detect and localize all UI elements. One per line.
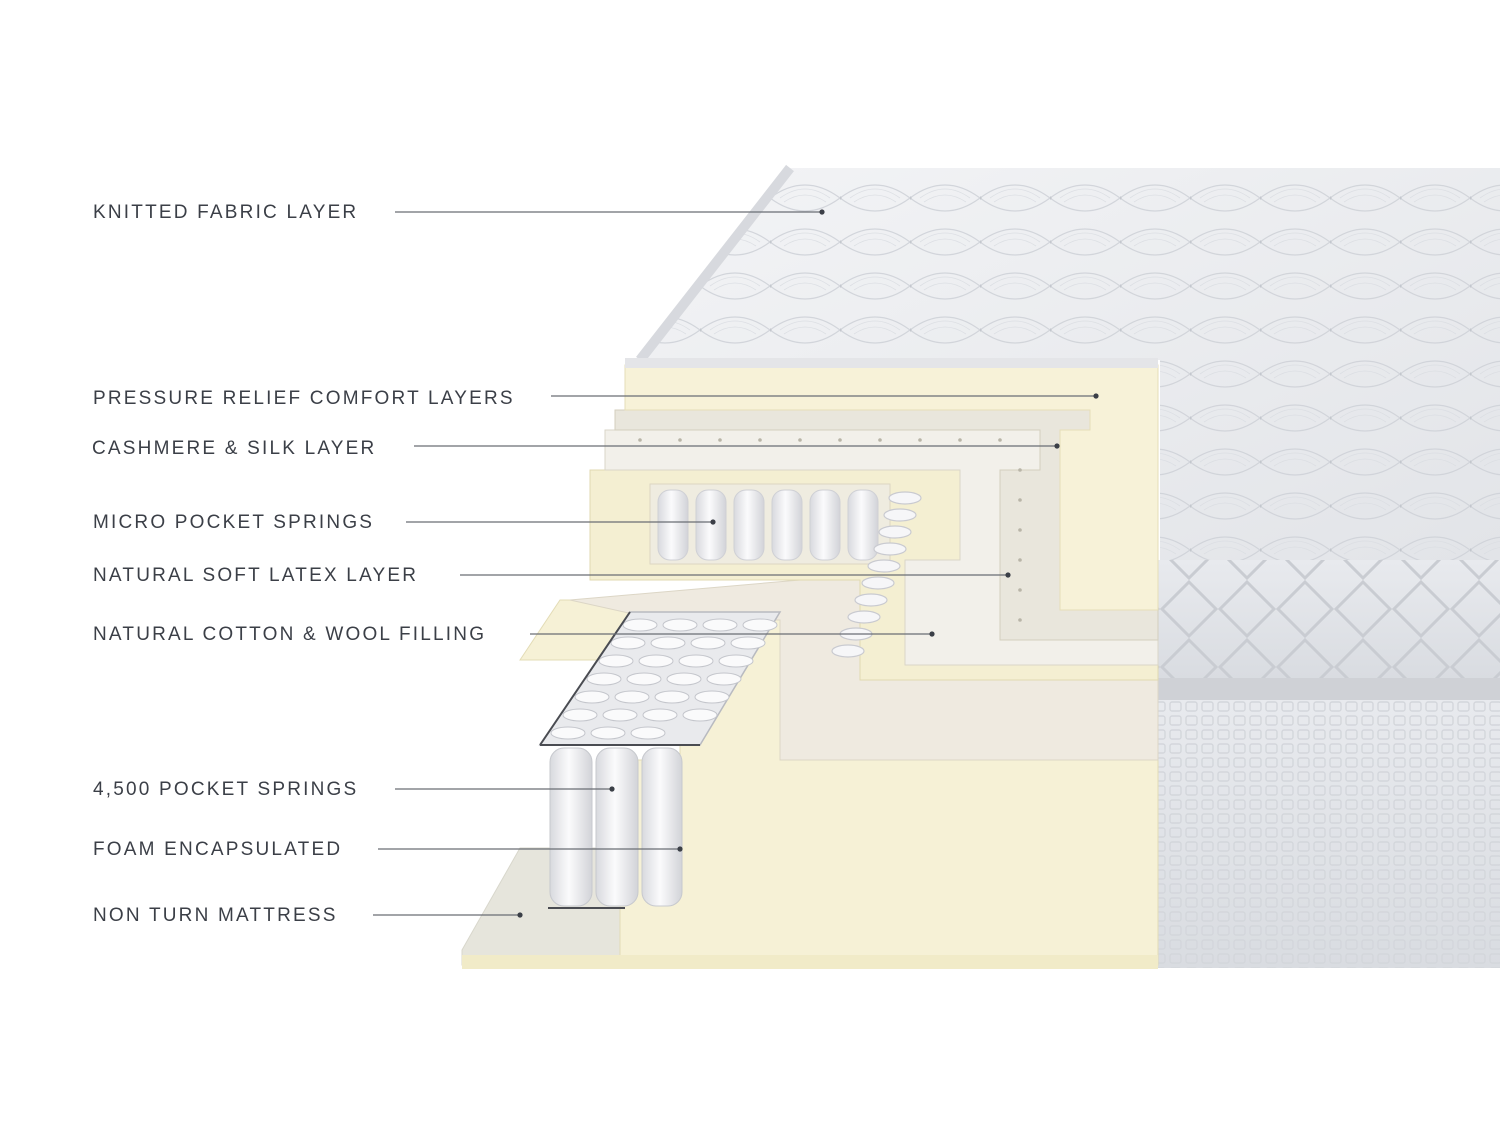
label-non-turn-mattress: NON TURN MATTRESS [93, 905, 338, 926]
side-panel-lower-pattern [1155, 700, 1500, 968]
label-foam-encapsulated: FOAM ENCAPSULATED [93, 839, 343, 860]
leader-lines [373, 209, 1099, 918]
label-natural-cotton-wool-filling: NATURAL COTTON & WOOL FILLING [93, 624, 487, 645]
mattress-top-quilting [640, 168, 1500, 560]
knitted-top-cover [625, 358, 1158, 368]
pocket-springs-front [549, 747, 683, 907]
mattress-top-edge [636, 164, 794, 364]
micro-springs-diagonal [831, 491, 922, 658]
label-pressure-relief-comfort-layers: PRESSURE RELIEF COMFORT LAYERS [93, 388, 515, 409]
pressure-relief-layer [624, 364, 1159, 611]
label-cashmere-silk-layer: CASHMERE & SILK LAYER [92, 438, 377, 459]
label-4500-pocket-springs: 4,500 POCKET SPRINGS [93, 779, 359, 800]
label-micro-pocket-springs: MICRO POCKET SPRINGS [93, 512, 375, 533]
foam-bottom-edge [462, 955, 1158, 969]
side-border-tape [1155, 678, 1500, 700]
pocket-springs-top-rows [550, 618, 778, 740]
label-knitted-fabric-layer: KNITTED FABRIC LAYER [93, 202, 359, 223]
micro-springs [657, 489, 879, 561]
cutaway-section [461, 358, 1159, 969]
latex-perforations [638, 438, 1022, 622]
label-natural-soft-latex-layer: NATURAL SOFT LATEX LAYER [93, 565, 419, 586]
side-panel-upper-pattern [1155, 560, 1500, 678]
